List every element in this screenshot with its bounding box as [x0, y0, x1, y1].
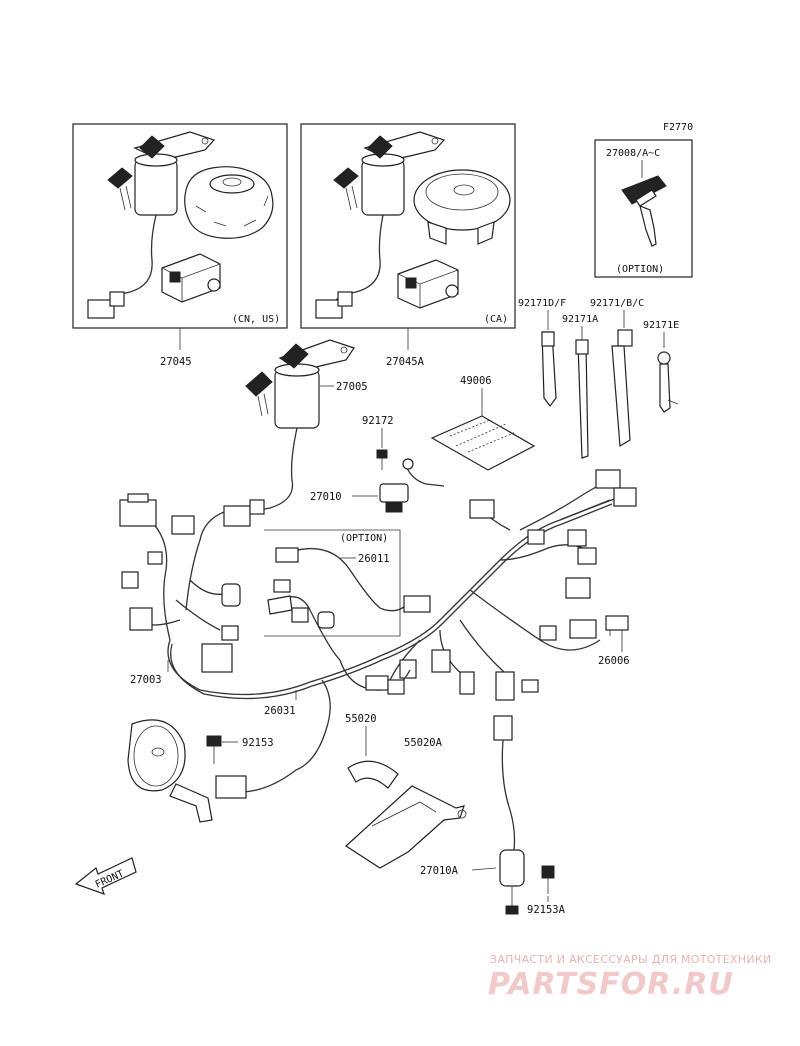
part-92171a: 92171A — [562, 314, 598, 325]
key-icon — [621, 175, 667, 247]
ignition-switch-icon — [315, 131, 446, 319]
bracket-icon — [345, 785, 467, 869]
watermark-tagline: ЗАПЧАСТИ И АКСЕССУАРЫ ДЛЯ МОТОТЕХНИКИ — [490, 953, 772, 966]
watermark-brand: PARTSFOR.RU — [488, 967, 734, 1002]
kit-box-27045a: (CA) — [300, 123, 516, 329]
seat-lock-icon — [161, 253, 221, 303]
seat-lock-icon — [397, 259, 459, 309]
wire-harness-icon — [119, 469, 637, 701]
fuel-cap-icon — [413, 169, 511, 245]
part-92172: 92172 — [362, 415, 394, 427]
part-55020a: 55020A — [404, 737, 443, 749]
part-27045a: 27045A — [386, 356, 425, 368]
box-variant-option: (OPTION) — [616, 264, 664, 275]
part-92171bc: 92171/B/C — [590, 298, 644, 309]
cable-tie-icon — [575, 339, 589, 459]
sensor-switch-icon — [493, 715, 525, 915]
part-26031: 26031 — [264, 705, 296, 717]
part-27003: 27003 — [130, 674, 162, 686]
part-92153a: 92153A — [527, 904, 566, 916]
fuel-cap-icon — [184, 166, 274, 239]
part-92171e: 92171E — [643, 320, 679, 331]
part-26006: 26006 — [598, 655, 630, 667]
part-49006: 49006 — [460, 375, 492, 387]
part-27008: 27008/A~C — [606, 148, 660, 159]
option-label: (OPTION) — [340, 533, 388, 544]
part-92153: 92153 — [242, 737, 274, 749]
kit-box-27008: 27008/A~C (OPTION) — [594, 139, 693, 278]
box-variant-ca: (CA) — [484, 314, 508, 325]
part-27045: 27045 — [160, 356, 192, 368]
box-variant-cn-us: (CN, US) — [232, 314, 280, 325]
relay-icon — [605, 615, 629, 636]
kit-box-27045: (CN, US) — [72, 123, 288, 329]
ignition-switch-icon — [241, 339, 355, 513]
part-26011: 26011 — [358, 553, 390, 565]
option-harness: (OPTION) — [264, 529, 431, 695]
ignition-switch-icon — [87, 131, 216, 319]
front-arrow-icon: FRONT — [74, 857, 137, 895]
part-27010a: 27010A — [420, 865, 459, 877]
cable-tie-icon — [657, 351, 679, 413]
part-92171df: 92171D/F — [518, 298, 566, 309]
horn-harness — [215, 679, 331, 799]
bracket-icon — [347, 760, 399, 789]
cable-tie-icon — [541, 331, 557, 407]
bolt-icon — [541, 865, 555, 894]
part-27010: 27010 — [310, 491, 342, 503]
label-sheet-icon — [430, 415, 536, 471]
figure-code: F2770 — [663, 122, 693, 133]
cable-tie-icon — [611, 329, 633, 448]
horn-icon — [127, 719, 213, 823]
bolt-icon — [376, 449, 388, 470]
bolt-icon — [206, 735, 222, 764]
sensor-switch-icon — [379, 458, 445, 513]
part-55020: 55020 — [345, 713, 377, 725]
part-27005: 27005 — [336, 381, 368, 393]
watermark-logo: ЗАПЧАСТИ И АКСЕССУАРЫ ДЛЯ МОТОТЕХНИКИ PA… — [488, 953, 772, 1002]
